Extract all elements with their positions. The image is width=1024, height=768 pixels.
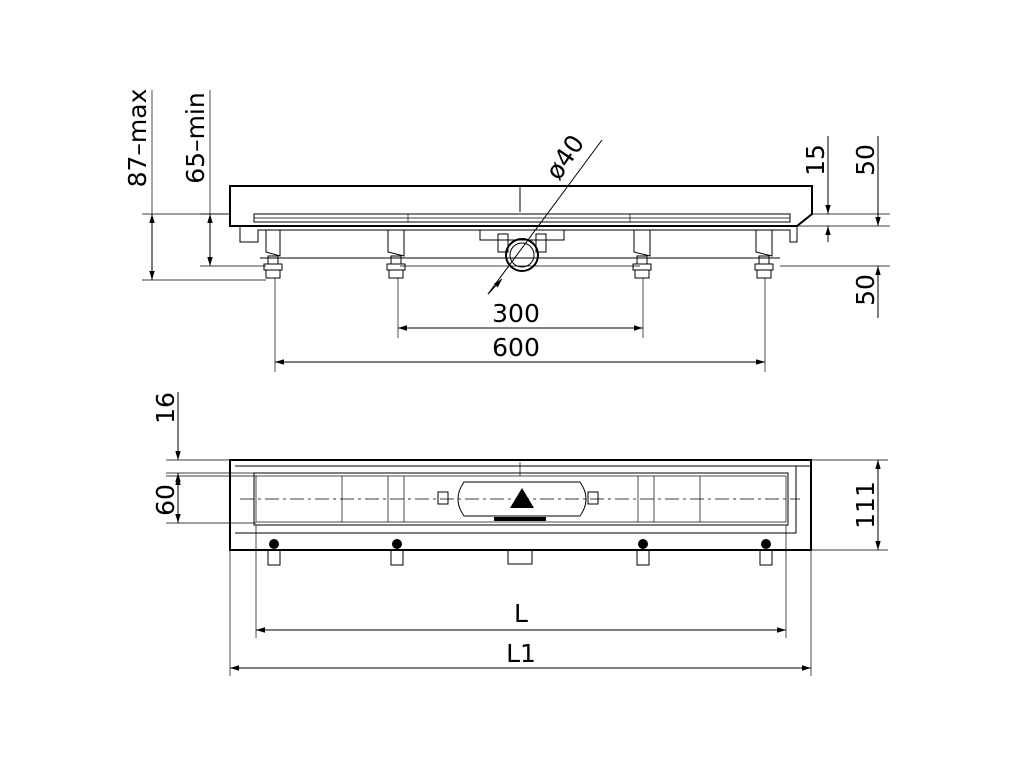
spacing-600-dimension: 600	[274, 278, 766, 372]
width-111-label: 111	[851, 481, 880, 529]
mounting-foot-1	[267, 539, 281, 566]
top-view: 16 60 111 L L1	[151, 392, 888, 676]
depth-15-label: 15	[801, 144, 830, 176]
side-view: ø40 87–max 65–min 15 50	[123, 89, 890, 372]
offset-16-dimension: 16	[151, 392, 254, 498]
mounting-foot-3	[636, 539, 650, 566]
depth-50-top-label: 50	[851, 144, 880, 176]
spacing-300-dimension: 300	[397, 278, 644, 338]
adjustable-leg-2	[386, 230, 406, 279]
min-height-label: 65–min	[181, 92, 210, 183]
mounting-foot-2	[390, 539, 404, 566]
width-60-dimension: 60	[151, 475, 256, 524]
depth-dimensions: 15 50 50	[780, 136, 890, 318]
outlet-pipe-side	[497, 233, 547, 272]
adjustable-leg-4	[754, 230, 774, 279]
drain-body-top	[229, 459, 812, 551]
diameter-dimension: ø40	[487, 130, 603, 295]
adjustable-leg-1	[263, 230, 283, 279]
diameter-label: ø40	[540, 130, 590, 185]
min-height-dimension: 65–min	[181, 90, 266, 267]
outlet-pipe-top	[507, 549, 533, 565]
max-height-dimension: 87–max	[123, 89, 266, 281]
length-L-label: L	[514, 599, 528, 628]
spacing-600-label: 600	[492, 333, 540, 362]
max-height-label: 87–max	[123, 89, 152, 188]
depth-50-bottom-label: 50	[851, 274, 880, 306]
width-111-dimension: 111	[811, 459, 888, 551]
length-L1-dimension: L1	[229, 550, 812, 676]
width-60-label: 60	[151, 484, 180, 516]
length-L-dimension: L	[255, 525, 787, 638]
offset-16-label: 16	[151, 392, 180, 424]
length-L1-label: L1	[506, 639, 536, 668]
mounting-foot-4	[759, 539, 773, 566]
drain-body-side	[229, 185, 813, 267]
spacing-300-label: 300	[492, 299, 540, 328]
adjustable-leg-3	[632, 230, 652, 279]
